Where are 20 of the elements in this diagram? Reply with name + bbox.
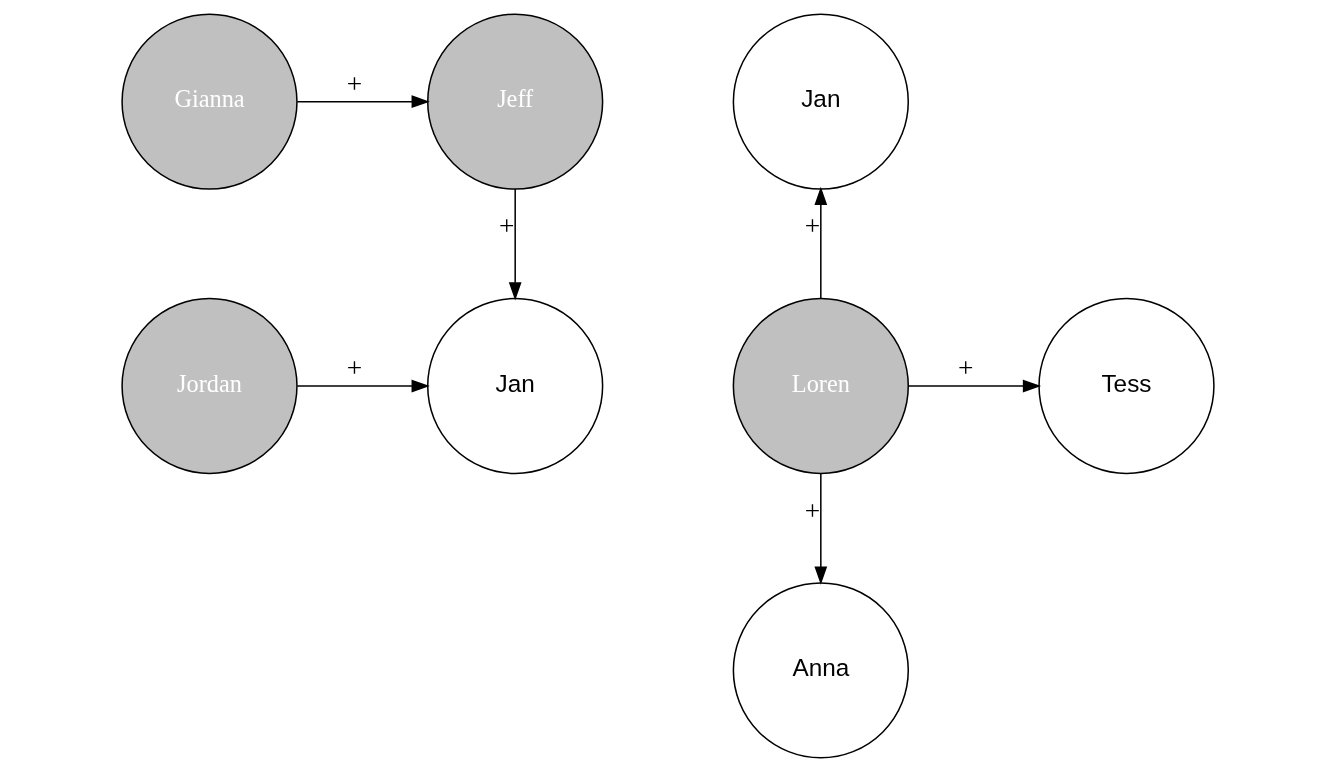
edge-label: +: [804, 495, 821, 526]
node-circle: Jan: [732, 13, 909, 190]
node-circle: Jan: [427, 297, 604, 475]
edge-label: +: [958, 353, 974, 384]
node-circle: Loren: [732, 297, 909, 475]
edge-label: +: [346, 69, 363, 100]
arrow: [907, 379, 1042, 393]
arrow: [814, 186, 828, 299]
arrow: [296, 95, 430, 109]
arrow: [814, 472, 828, 585]
node-circle: Tess: [1038, 297, 1215, 475]
node-circle: Jeff: [427, 13, 604, 190]
edge-label: +: [346, 353, 363, 384]
edge-label: +: [804, 210, 821, 241]
node-circle: Gianna: [121, 13, 298, 190]
arrow: [508, 188, 522, 301]
node-circle: Jordan: [121, 297, 298, 475]
arrow: [296, 379, 430, 393]
node-circle: Anna: [732, 582, 909, 759]
edge-label: +: [499, 211, 515, 242]
